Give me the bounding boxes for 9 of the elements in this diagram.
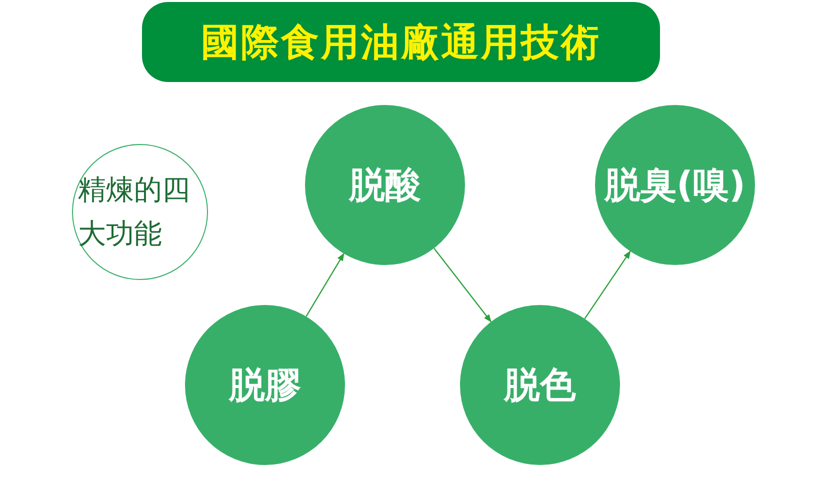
- circle-label: 脱膠: [229, 364, 301, 408]
- circle-label: 精煉的四大功能: [78, 172, 191, 252]
- circle-label: 脱臭(嗅): [604, 164, 746, 208]
- circle-label: 脱色: [504, 364, 576, 408]
- title-text: 國際食用油廠通用技術: [201, 18, 601, 66]
- arrow: [434, 248, 492, 322]
- circle-label: 脱酸: [349, 164, 421, 208]
- arrow: [306, 252, 344, 317]
- arrow: [584, 250, 631, 320]
